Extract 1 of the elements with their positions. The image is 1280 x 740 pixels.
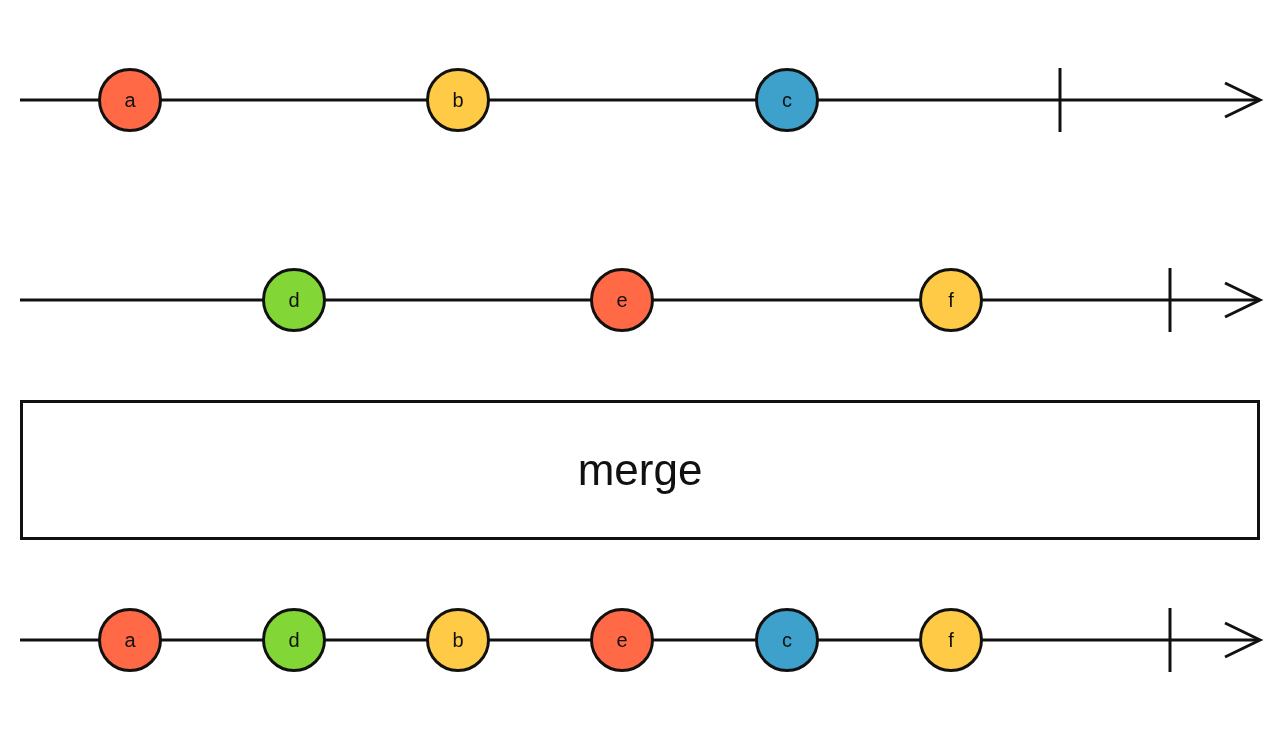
operator-box: merge (20, 400, 1260, 540)
